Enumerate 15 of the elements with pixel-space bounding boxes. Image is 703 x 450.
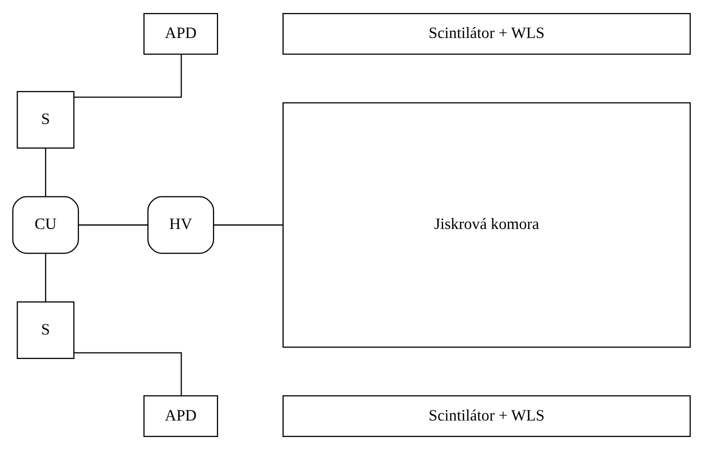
connector bbox=[45, 148, 46, 197]
node-box: S bbox=[16, 91, 74, 149]
node-box: S bbox=[16, 301, 74, 359]
node-box: APD bbox=[143, 12, 218, 55]
connector bbox=[74, 352, 182, 396]
node-box: APD bbox=[143, 395, 218, 438]
node-box: Scintilátor + WLS bbox=[282, 395, 691, 438]
connector bbox=[214, 224, 283, 226]
connector bbox=[74, 54, 182, 98]
connector bbox=[78, 224, 148, 226]
node-box: Scintilátor + WLS bbox=[282, 12, 691, 55]
connector bbox=[45, 254, 46, 302]
node-box: HV bbox=[147, 196, 214, 254]
node-box: CU bbox=[12, 196, 79, 254]
node-box: Jiskrová komora bbox=[282, 102, 691, 348]
